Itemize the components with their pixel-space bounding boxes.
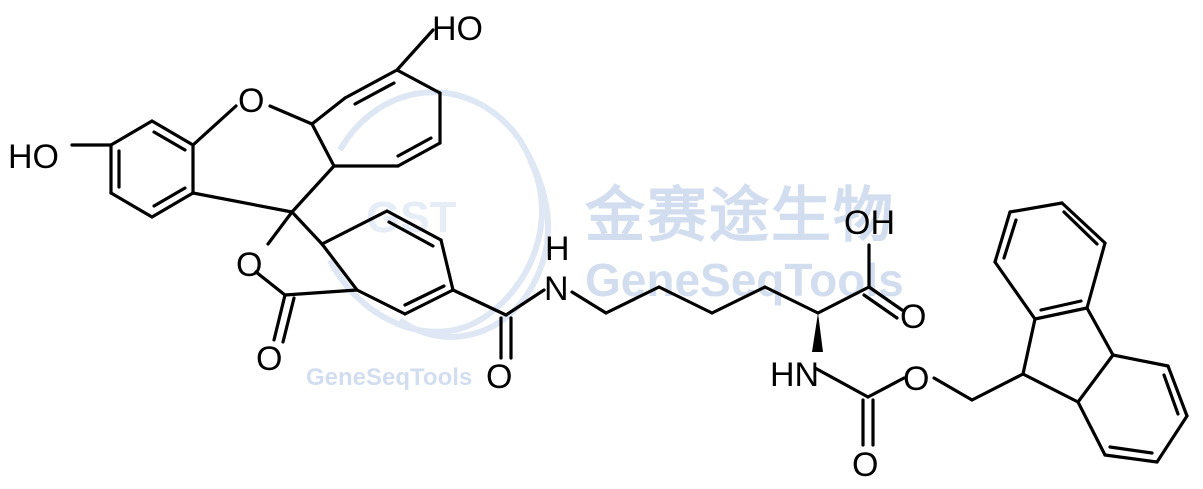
watermark-helix-2 xyxy=(327,158,545,335)
bonds xyxy=(70,28,1189,464)
stereo-wedge-bond xyxy=(812,313,823,352)
lactone-oxygen-label: O xyxy=(236,246,262,284)
amide-oxygen-label: O xyxy=(486,358,512,396)
hydroxyl-left-label: HO xyxy=(8,138,59,176)
atom-labels: HO HO O O O H N O OH O HN O O xyxy=(8,10,929,484)
watermark-chinese-name: 金赛途生物 xyxy=(585,182,895,249)
carboxylic-acid-oh-label: OH xyxy=(844,204,895,242)
carbamate-nh-label: HN xyxy=(770,356,819,394)
xanthene-oxygen-label: O xyxy=(238,82,264,120)
hydroxyl-top-o-label: HO xyxy=(432,10,483,48)
carbamate-carbonyl-oxygen-label: O xyxy=(852,446,878,484)
lactone-carbonyl-oxygen-label: O xyxy=(256,340,282,378)
watermark-small-name: GeneSeqTools xyxy=(306,364,472,391)
amide-n-label: N xyxy=(544,270,569,308)
ester-oxygen-label: O xyxy=(903,360,929,398)
amide-h-label: H xyxy=(545,230,570,268)
carboxylic-acid-o-label: O xyxy=(900,298,926,336)
watermark-helix-1 xyxy=(337,89,552,340)
